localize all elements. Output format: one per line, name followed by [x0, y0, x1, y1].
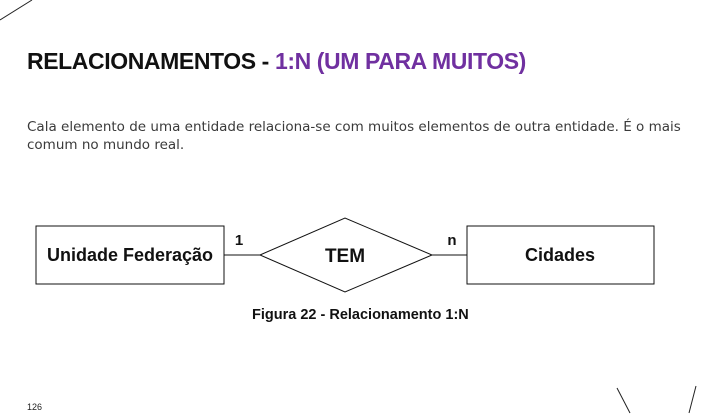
- page-number: 126: [27, 402, 43, 412]
- cardinality-left: 1: [235, 232, 243, 249]
- entity-label-left: Unidade Federação: [47, 245, 213, 265]
- figure-caption: Figura 22 - Relacionamento 1:N: [252, 307, 469, 323]
- entity-box-right: [466, 225, 655, 285]
- corner-line-top-left: [0, 0, 33, 21]
- slide-title-main: RELACIONAMENTOS -: [27, 48, 275, 74]
- entity-box-left: [35, 225, 225, 285]
- cardinality-right: n: [447, 232, 456, 249]
- relationship-label: TEM: [325, 246, 365, 267]
- entity-label-right: Cidades: [525, 245, 595, 265]
- corner-line-bottom-right-a: [616, 387, 631, 414]
- slide-body-text: Cala elemento de uma entidade relaciona-…: [27, 119, 681, 153]
- slide-title: RELACIONAMENTOS - 1:N (UM PARA MUITOS): [27, 48, 526, 75]
- slide-title-accent: 1:N (UM PARA MUITOS): [274, 48, 526, 74]
- corner-line-bottom-right-b: [688, 385, 697, 414]
